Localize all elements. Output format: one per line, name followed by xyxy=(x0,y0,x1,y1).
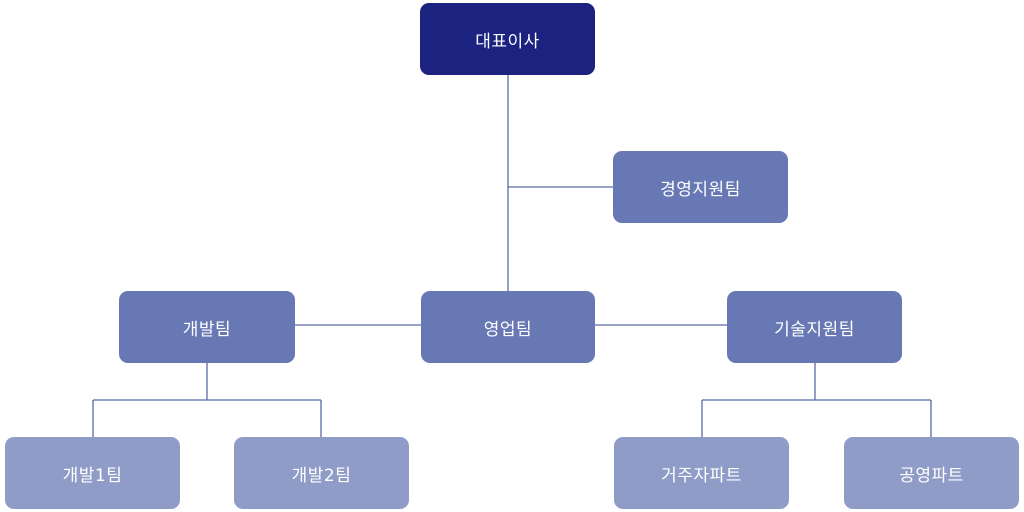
public-part-label: 공영파트 xyxy=(899,465,964,486)
tech-support-node: 기술지원팀 xyxy=(727,291,902,363)
tech-support-label: 기술지원팀 xyxy=(774,319,855,340)
ceo-label: 대표이사 xyxy=(475,31,540,52)
resident-part-label: 거주자파트 xyxy=(661,465,742,486)
sales-node: 영업팀 xyxy=(421,291,595,363)
dev-team-2-node: 개발2팀 xyxy=(234,437,409,509)
development-label: 개발팀 xyxy=(182,319,232,340)
development-node: 개발팀 xyxy=(119,291,295,363)
dev-team-2-label: 개발2팀 xyxy=(291,465,352,486)
ceo-node: 대표이사 xyxy=(420,3,595,75)
resident-part-node: 거주자파트 xyxy=(614,437,789,509)
public-part-node: 공영파트 xyxy=(844,437,1019,509)
management-support-node: 경영지원팀 xyxy=(613,151,788,223)
dev-team-1-label: 개발1팀 xyxy=(62,465,123,486)
management-support-label: 경영지원팀 xyxy=(660,179,741,200)
sales-label: 영업팀 xyxy=(483,319,533,340)
dev-team-1-node: 개발1팀 xyxy=(5,437,180,509)
